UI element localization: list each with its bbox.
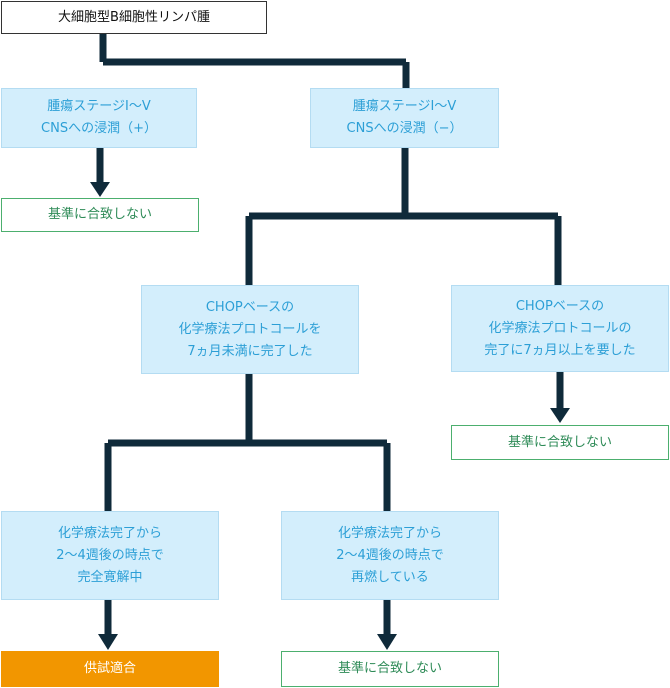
arrowhead-cns-positive bbox=[90, 182, 110, 197]
connector-root bbox=[99, 34, 410, 88]
chop-7-months-or-more-node: CHOPベースの 化学療法プロトコールの 完了に7ヵ月以上を要した bbox=[451, 285, 669, 372]
eligible-node: 供試適合 bbox=[1, 651, 219, 687]
complete-remission-node: 化学療法完了から 2～4週後の時点で 完全寛解中 bbox=[1, 511, 219, 600]
reject-node-relapse: 基準に合致しない bbox=[281, 651, 499, 687]
stage-cns-negative-node: 腫瘍ステージⅠ～Ⅴ CNSへの浸潤（−） bbox=[310, 88, 499, 148]
root-node: 大細胞型B細胞性リンパ腫 bbox=[1, 1, 267, 34]
stage-cns-positive-node: 腫瘍ステージⅠ～Ⅴ CNSへの浸潤（+） bbox=[1, 88, 197, 148]
connector-chop-short-split bbox=[104, 374, 391, 511]
arrowhead-chop-long bbox=[550, 408, 570, 423]
arrowhead-relapse bbox=[377, 634, 397, 650]
relapse-node: 化学療法完了から 2～4週後の時点で 再燃している bbox=[281, 511, 499, 600]
reject-node-cns-positive: 基準に合致しない bbox=[1, 198, 199, 232]
arrowhead-remission bbox=[98, 634, 118, 650]
reject-node-chop-long: 基準に合致しない bbox=[451, 425, 669, 460]
chop-under-7-months-node: CHOPベースの 化学療法プロトコールを 7ヵ月未満に完了した bbox=[141, 285, 359, 374]
connector-cns-negative-split bbox=[245, 148, 562, 285]
